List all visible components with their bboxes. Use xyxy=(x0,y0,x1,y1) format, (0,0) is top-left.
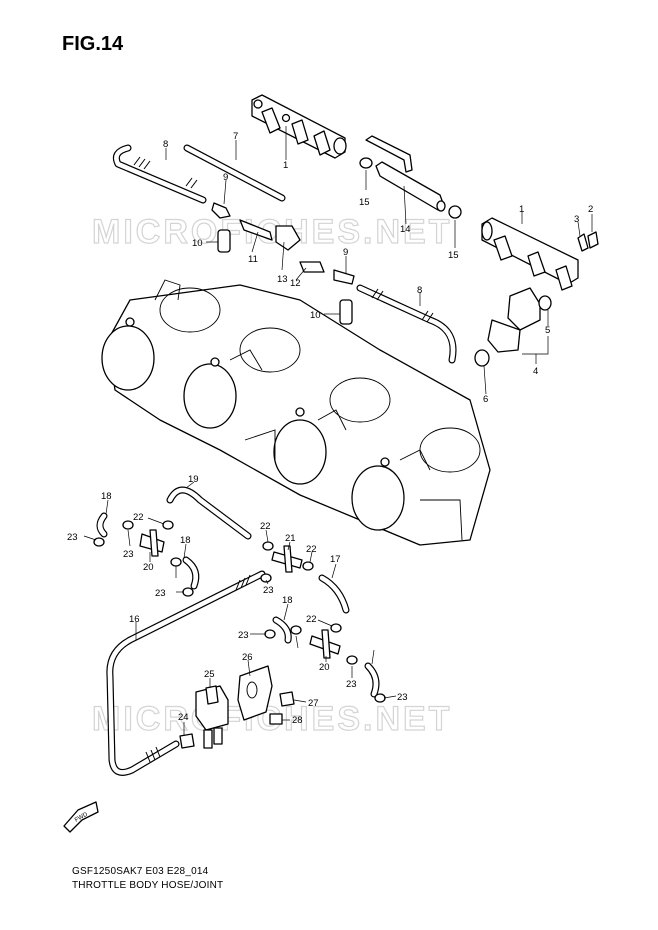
fuel-rail-upper[interactable] xyxy=(251,94,347,159)
callout-6: 6 xyxy=(483,394,488,405)
callout-18: 18 xyxy=(180,535,191,546)
throttle-body-assembly xyxy=(101,279,491,546)
tube-short[interactable] xyxy=(299,261,325,273)
callout-7: 7 xyxy=(233,131,238,142)
callout-8: 8 xyxy=(417,285,422,296)
bracket[interactable] xyxy=(237,665,273,721)
callout-13: 13 xyxy=(277,274,288,285)
callout-11: 11 xyxy=(248,254,258,265)
callout-20: 20 xyxy=(143,562,154,573)
callout-15: 15 xyxy=(448,250,459,261)
callout-26: 26 xyxy=(242,652,253,663)
callout-22: 22 xyxy=(306,544,317,555)
callout-19: 19 xyxy=(188,474,199,485)
callout-15: 15 xyxy=(359,197,370,208)
callout-23: 23 xyxy=(346,679,357,690)
callout-23: 23 xyxy=(263,585,274,596)
callout-2: 2 xyxy=(588,204,593,215)
callout-12: 12 xyxy=(290,278,301,289)
callout-23: 23 xyxy=(155,588,166,599)
callout-1: 1 xyxy=(519,204,524,215)
figure-title: FIG.14 xyxy=(62,33,124,55)
fuel-injector[interactable] xyxy=(474,287,552,367)
watermark-top: MICROFICHES.NET xyxy=(92,213,452,251)
model-code: GSF1250SAK7 E03 E28_014 xyxy=(72,866,209,877)
cap[interactable] xyxy=(179,733,195,749)
callout-22: 22 xyxy=(260,521,271,532)
callout-1: 1 xyxy=(283,160,288,171)
nut[interactable] xyxy=(269,713,283,725)
callout-23: 23 xyxy=(238,630,249,641)
callout-5: 5 xyxy=(545,325,550,336)
callout-21: 21 xyxy=(285,533,296,544)
joint[interactable] xyxy=(333,269,355,285)
joint[interactable] xyxy=(211,202,231,219)
o-ring[interactable] xyxy=(448,205,462,219)
fwd-arrow: FWD xyxy=(63,801,99,833)
callout-20: 20 xyxy=(319,662,330,673)
callout-10: 10 xyxy=(192,238,203,249)
callout-10: 10 xyxy=(310,310,321,321)
fuel-pipe[interactable] xyxy=(365,135,446,212)
callout-3: 3 xyxy=(574,214,579,225)
callout-17: 17 xyxy=(330,554,341,565)
connector[interactable] xyxy=(275,225,301,251)
callout-22: 22 xyxy=(306,614,317,625)
callout-4: 4 xyxy=(533,366,538,377)
figure-caption: THROTTLE BODY HOSE/JOINT xyxy=(72,880,224,891)
callout-labels: 1 1 2 3 4 5 6 7 8 8 9 9 10 10 11 12 13 1… xyxy=(67,131,593,726)
callout-23: 23 xyxy=(67,532,78,543)
fuel-rail-right[interactable] xyxy=(481,217,579,291)
callout-8: 8 xyxy=(163,139,168,150)
callout-18: 18 xyxy=(282,595,293,606)
callout-18: 18 xyxy=(101,491,112,502)
callout-23: 23 xyxy=(123,549,134,560)
bolt[interactable] xyxy=(279,691,295,707)
callout-16: 16 xyxy=(129,614,140,625)
callout-28: 28 xyxy=(292,715,303,726)
callout-9: 9 xyxy=(223,172,228,183)
callout-14: 14 xyxy=(400,224,411,235)
o-ring[interactable] xyxy=(359,157,373,169)
callout-24: 24 xyxy=(178,712,189,723)
callout-23: 23 xyxy=(397,692,408,703)
washer[interactable] xyxy=(577,233,589,252)
hose-clamps[interactable] xyxy=(93,520,386,703)
vacuum-tube[interactable] xyxy=(217,229,231,253)
callout-27: 27 xyxy=(308,698,319,709)
vacuum-tube[interactable] xyxy=(339,299,353,325)
bolt[interactable] xyxy=(587,231,599,249)
callout-22: 22 xyxy=(133,512,144,523)
solenoid-valve[interactable] xyxy=(195,685,229,749)
callout-25: 25 xyxy=(204,669,215,680)
hose-short[interactable] xyxy=(239,219,273,241)
callout-9: 9 xyxy=(343,247,348,258)
